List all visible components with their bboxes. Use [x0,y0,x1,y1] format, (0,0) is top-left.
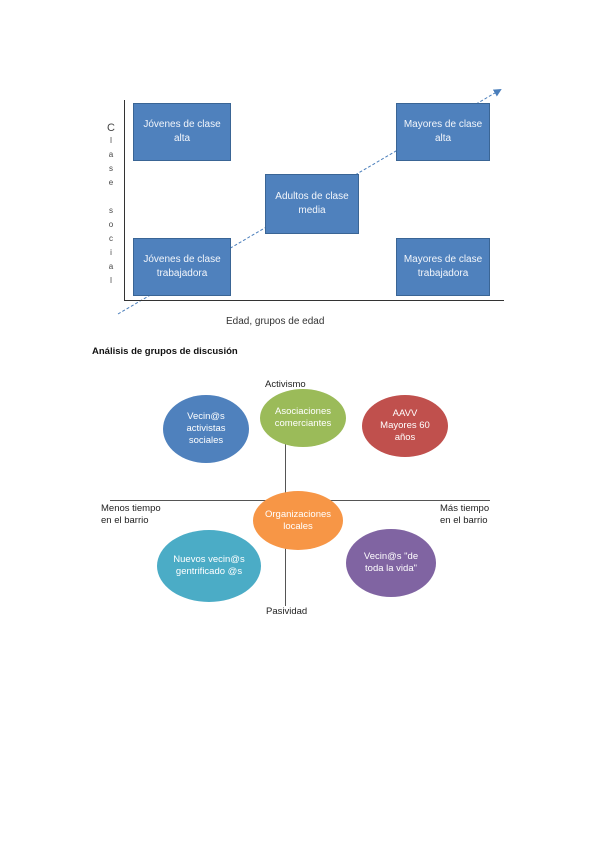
y-axis-label-letter: l [110,136,112,145]
y-axis-label-letter: a [108,150,114,159]
x-axis-label: Edad, grupos de edad [226,316,325,327]
right-label-line-2: en el barrio [440,515,488,526]
ellipse-toda-vida: Vecin@s "de toda la vida" [346,529,436,597]
box-jovenes-alta: Jóvenes de clase alta [133,103,231,161]
x-axis [124,300,504,301]
y-axis [124,100,125,300]
left-label-line-1: Menos tiempo [101,503,161,514]
y-axis-label-letter: i [110,248,112,257]
box-mayores-trabajadora: Mayores de clase trabajadora [396,238,490,296]
y-axis-label-letter: c [109,234,113,243]
ellipse-asociaciones: Asociaciones comerciantes [260,389,346,447]
ellipse-vecinos-activistas: Vecin@s activistas sociales [163,395,249,463]
top-label: Activismo [265,379,306,390]
ellipse-nuevos: Nuevos vecin@s gentrificado @s [157,530,261,602]
y-axis-label-letter: s [109,164,113,173]
y-axis-label-letter: C [107,122,115,134]
box-mayores-alta: Mayores de clase alta [396,103,490,161]
right-label: Más tiempo en el barrio [440,503,489,527]
bottom-label: Pasividad [266,606,308,617]
box-jovenes-trabajadora: Jóvenes de clase trabajadora [133,238,231,296]
y-axis-label-letter: s [109,206,113,215]
right-label-line-1: Más tiempo [440,503,490,514]
ellipse-organizaciones: Organizaciones locales [253,491,343,550]
y-axis-label-letter: o [108,220,114,229]
y-axis-label-letter: a [108,262,114,271]
box-adultos-media: Adultos de clase media [265,174,359,234]
left-label-line-2: en el barrio [101,515,149,526]
ellipse-aavv: AAVV Mayores 60 años [362,395,448,457]
y-axis-label-letter: e [108,178,114,187]
y-axis-label-letter: l [110,276,112,285]
section-title: Análisis de grupos de discusión [92,346,238,357]
left-label: Menos tiempo en el barrio [101,503,161,527]
